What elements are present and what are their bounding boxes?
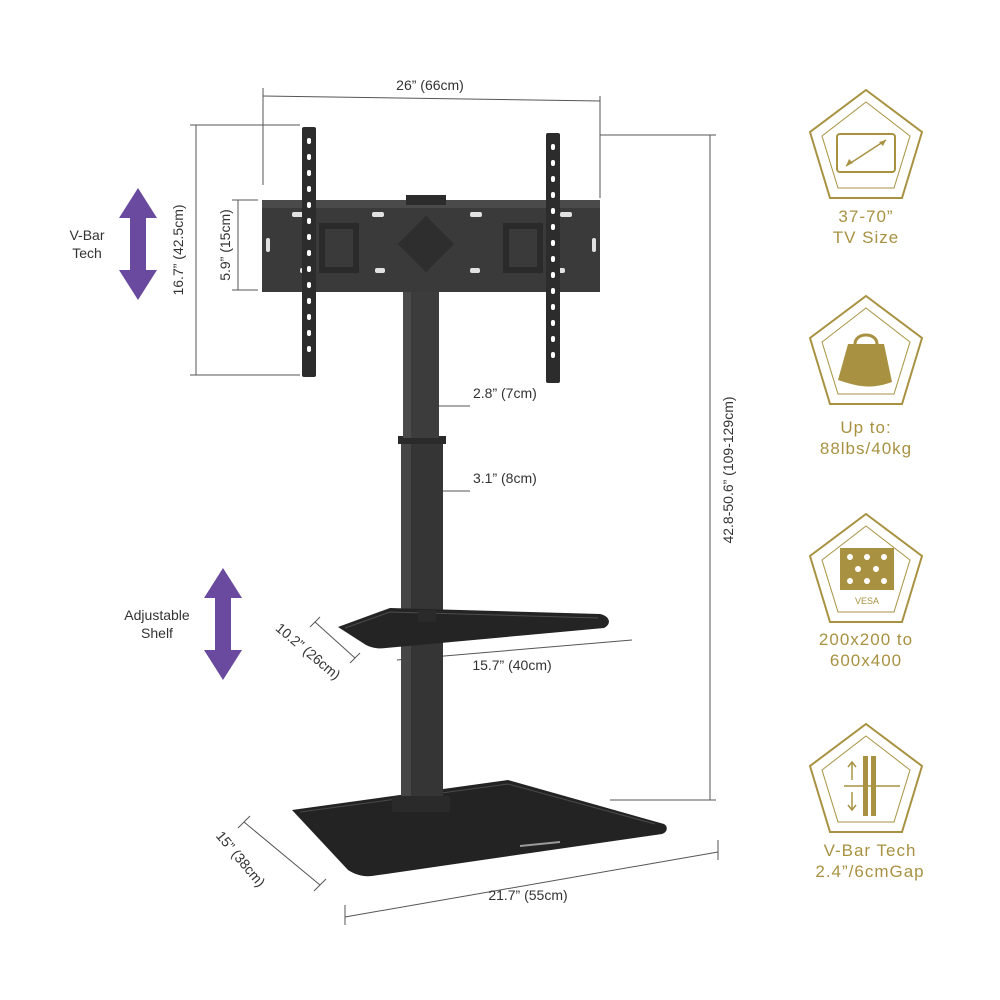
arm-hole xyxy=(307,346,311,352)
arm-hole xyxy=(307,234,311,240)
arm-hole xyxy=(307,330,311,336)
arm-hole xyxy=(307,138,311,144)
badge-weight-line2: 88lbs/40kg xyxy=(820,439,912,458)
badge-vesa-line2: 600x400 xyxy=(830,651,902,670)
badge-weight-line1: Up to: xyxy=(840,418,891,437)
arm-hole xyxy=(551,336,555,342)
arm-hole xyxy=(551,208,555,214)
arm-hole xyxy=(307,250,311,256)
arm-hole xyxy=(307,186,311,192)
vbar-height-label: 5.9” (15cm) xyxy=(217,209,233,281)
arm-hole xyxy=(307,266,311,272)
vbar-label-line2: Tech xyxy=(72,245,102,261)
vbar-label-line1: V-Bar xyxy=(69,227,104,243)
base-depth-label: 15” (38cm) xyxy=(213,828,269,890)
mount-height-label: 16.7” (42.5cm) xyxy=(170,204,186,295)
arm-hole xyxy=(551,272,555,278)
vertical-arm-left xyxy=(302,127,316,377)
shelf-width-label: 15.7” (40cm) xyxy=(472,657,551,673)
double-arrow-vertical-icon xyxy=(119,188,157,300)
arm-hole xyxy=(307,314,311,320)
shelf-label-line2: Shelf xyxy=(141,625,173,641)
shelf-feature: Adjustable Shelf xyxy=(124,568,242,680)
shelf-label-line1: Adjustable xyxy=(124,607,190,623)
base-plate xyxy=(292,780,667,877)
total-height-label: 42.8-50.6” (109-129cm) xyxy=(720,396,736,543)
vertical-arm-right xyxy=(546,133,560,383)
arm-hole xyxy=(551,352,555,358)
badge-vesa: VESA 200x200 to 600x400 xyxy=(808,512,924,670)
base-width-label: 21.7” (55cm) xyxy=(488,887,567,903)
badge-vesa-line1: 200x200 to xyxy=(819,630,913,649)
arm-hole xyxy=(307,154,311,160)
weight-icon xyxy=(838,333,892,387)
badge-vbar-line1: V-Bar Tech xyxy=(824,841,917,860)
arm-hole xyxy=(551,256,555,262)
badge-vbar: V-Bar Tech 2.4”/6cmGap xyxy=(808,722,924,881)
arm-hole xyxy=(551,144,555,150)
lower-pole-label: 3.1” (8cm) xyxy=(473,470,537,486)
arm-hole xyxy=(551,176,555,182)
mount-width-label: 26” (66cm) xyxy=(396,77,464,93)
vbar-adjust-icon xyxy=(844,756,900,816)
badge-tv-size: 37-70” TV Size xyxy=(808,88,924,247)
badge-tv-size-line1: 37-70” xyxy=(838,207,893,226)
arm-hole xyxy=(551,224,555,230)
arm-hole xyxy=(551,240,555,246)
vesa-icon-text: VESA xyxy=(855,596,879,606)
vesa-plate-icon: VESA xyxy=(840,548,894,606)
badge-weight: Up to: 88lbs/40kg xyxy=(808,294,924,458)
arm-hole xyxy=(551,288,555,294)
arm-hole xyxy=(307,218,311,224)
shelf-glass xyxy=(338,608,609,649)
badge-tv-size-line2: TV Size xyxy=(833,228,900,247)
arm-hole xyxy=(551,320,555,326)
tv-stand xyxy=(262,127,667,877)
arm-hole xyxy=(307,282,311,288)
upper-pole-label: 2.8” (7cm) xyxy=(473,385,537,401)
arm-hole xyxy=(307,170,311,176)
badge-vbar-line2: 2.4”/6cmGap xyxy=(815,862,924,881)
arm-hole xyxy=(307,202,311,208)
arm-hole xyxy=(551,304,555,310)
shelf-depth-label: 10.2” (26cm) xyxy=(273,620,344,683)
arm-hole xyxy=(551,192,555,198)
vbar-feature: V-Bar Tech xyxy=(69,188,157,300)
double-arrow-vertical-icon xyxy=(204,568,242,680)
arm-hole xyxy=(551,160,555,166)
arm-hole xyxy=(307,298,311,304)
tv-screen-icon xyxy=(836,133,896,173)
